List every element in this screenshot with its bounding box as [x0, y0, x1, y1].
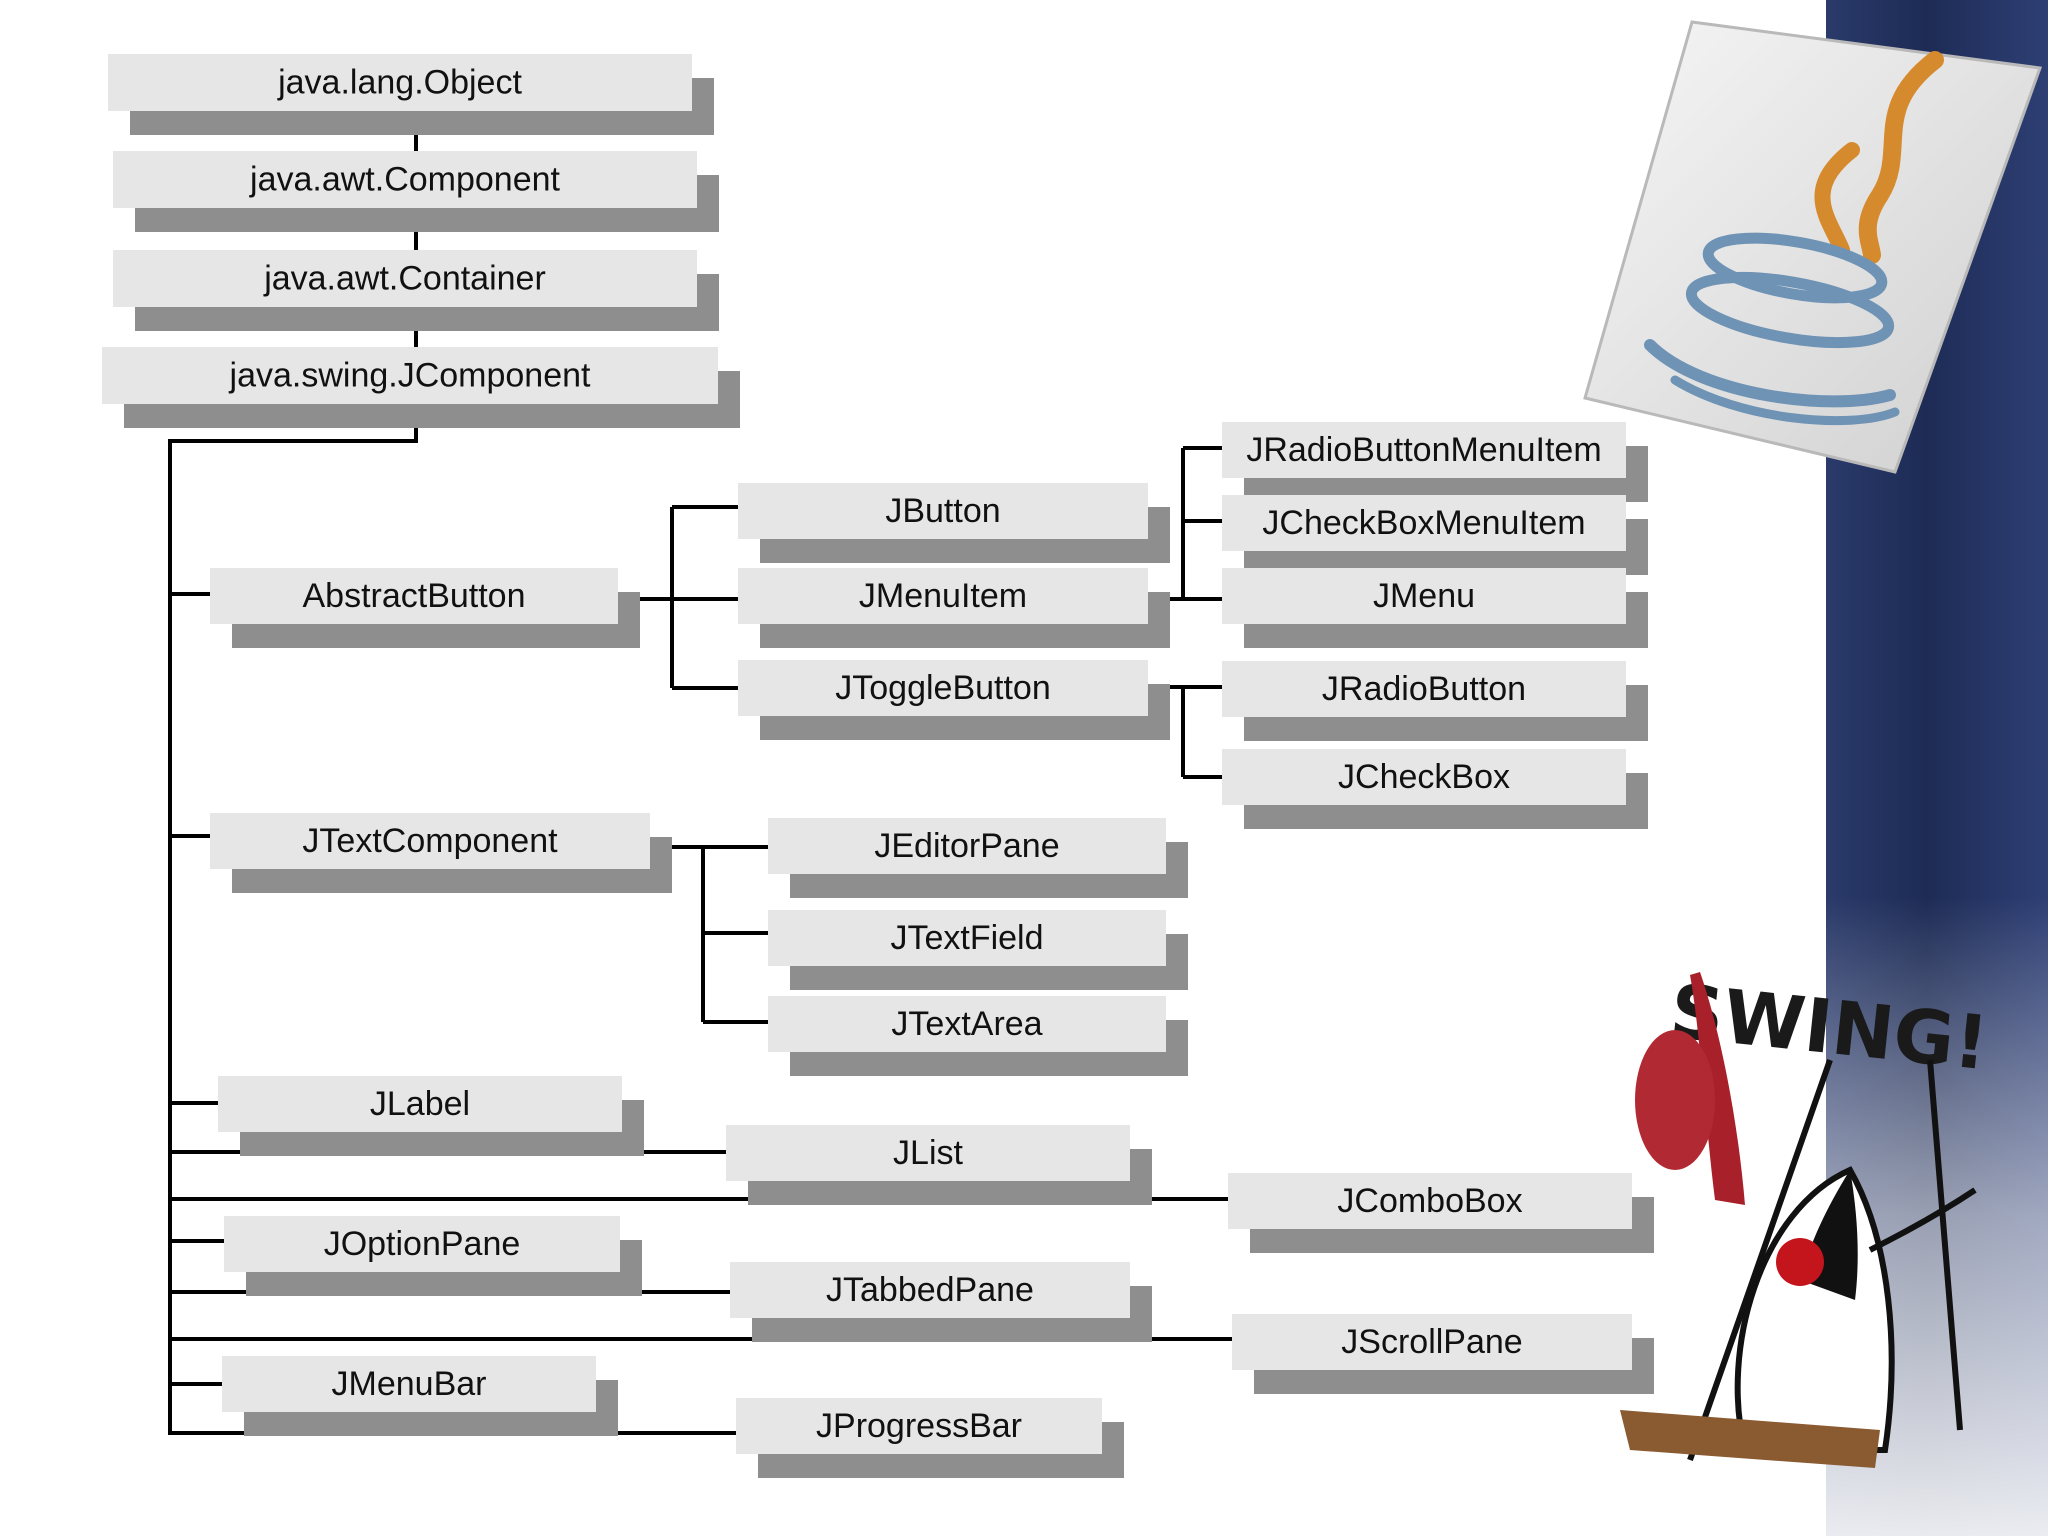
node-label: JRadioButtonMenuItem — [1246, 431, 1601, 469]
class-node-jlabel: JLabel — [218, 1076, 644, 1156]
node-box — [738, 660, 1148, 716]
class-node-jradiobutton: JRadioButton — [1222, 661, 1648, 741]
class-node-jcombobox: JComboBox — [1228, 1173, 1654, 1253]
node-box — [726, 1125, 1130, 1181]
node-box — [113, 151, 697, 208]
class-nodes: java.lang.Object java.awt.Component java.a… — [102, 54, 1654, 1478]
node-box — [768, 996, 1166, 1052]
class-node-java-lang-object: java.lang.Object — [108, 54, 714, 135]
node-box — [108, 54, 692, 111]
class-node-jbutton: JButton — [738, 483, 1170, 563]
class-node-jtogglebutton: JToggleButton — [738, 660, 1170, 740]
node-label: JEditorPane — [874, 827, 1059, 865]
class-node-jlist: JList — [726, 1125, 1152, 1205]
node-label: JProgressBar — [816, 1407, 1022, 1445]
node-label: JCheckBox — [1338, 758, 1510, 796]
java-coffee-cup-icon — [1583, 20, 2043, 474]
node-label: JToggleButton — [835, 669, 1051, 707]
node-label: JTextField — [890, 919, 1043, 957]
class-node-jmenu: JMenu — [1222, 568, 1648, 648]
class-node-jtextcomponent: JTextComponent — [210, 813, 672, 893]
class-node-java-awt-component: java.awt.Component — [113, 151, 719, 232]
class-node-jradiobuttonmenuitem: JRadioButtonMenuItem — [1222, 422, 1648, 502]
node-box — [1222, 661, 1626, 717]
node-label: JCheckBoxMenuItem — [1262, 504, 1585, 542]
node-label: JMenuItem — [859, 577, 1027, 615]
class-node-abstractbutton: AbstractButton — [210, 568, 640, 648]
node-label: AbstractButton — [302, 577, 525, 615]
node-box — [730, 1262, 1130, 1318]
node-label: java.awt.Container — [263, 260, 546, 298]
node-box — [768, 818, 1166, 874]
class-node-jeditorpane: JEditorPane — [768, 818, 1188, 898]
node-label: java.swing.JComponent — [229, 357, 592, 395]
node-box — [738, 568, 1148, 624]
node-box — [224, 1216, 620, 1272]
class-node-jtextarea: JTextArea — [768, 996, 1188, 1076]
node-box — [1222, 568, 1626, 624]
class-node-jtextfield: JTextField — [768, 910, 1188, 990]
duke-mascot-icon: SWING! — [1620, 968, 1992, 1468]
node-label: JMenuBar — [332, 1365, 487, 1403]
node-box — [768, 910, 1166, 966]
class-node-java-awt-container: java.awt.Container — [113, 250, 719, 331]
node-box — [736, 1398, 1102, 1454]
node-label: JRadioButton — [1322, 670, 1526, 708]
node-box — [222, 1356, 596, 1412]
node-box — [1232, 1314, 1632, 1370]
class-node-jmenubar: JMenuBar — [222, 1356, 618, 1436]
class-node-jmenuitem: JMenuItem — [738, 568, 1170, 648]
node-box — [102, 347, 718, 404]
node-label: JComboBox — [1337, 1182, 1522, 1220]
node-box — [738, 483, 1148, 539]
node-box — [1222, 495, 1626, 551]
node-label: JOptionPane — [324, 1225, 521, 1263]
class-node-jcheckboxmenuitem: JCheckBoxMenuItem — [1222, 495, 1648, 575]
node-box — [1228, 1173, 1632, 1229]
node-label: JScrollPane — [1341, 1323, 1522, 1361]
node-label: java.lang.Object — [277, 64, 522, 102]
node-label: JButton — [885, 492, 1000, 530]
node-box — [1222, 749, 1626, 805]
node-box — [210, 568, 618, 624]
class-node-joptionpane: JOptionPane — [224, 1216, 642, 1296]
node-label: java.awt.Component — [249, 161, 561, 199]
class-node-jtabbedpane: JTabbedPane — [730, 1262, 1152, 1342]
node-label: JList — [893, 1134, 963, 1172]
node-box — [218, 1076, 622, 1132]
node-box — [1222, 422, 1626, 478]
class-node-jscrollpane: JScrollPane — [1232, 1314, 1654, 1394]
node-label: JLabel — [370, 1085, 470, 1123]
node-label: JTextArea — [891, 1005, 1042, 1043]
class-node-java-swing-jcomponent: java.swing.JComponent — [102, 347, 740, 428]
node-label: JTextComponent — [302, 822, 558, 860]
node-box — [210, 813, 650, 869]
class-node-jprogressbar: JProgressBar — [736, 1398, 1124, 1478]
node-box — [113, 250, 697, 307]
class-node-jcheckbox: JCheckBox — [1222, 749, 1648, 829]
node-label: JMenu — [1373, 577, 1475, 615]
node-label: JTabbedPane — [826, 1271, 1034, 1309]
